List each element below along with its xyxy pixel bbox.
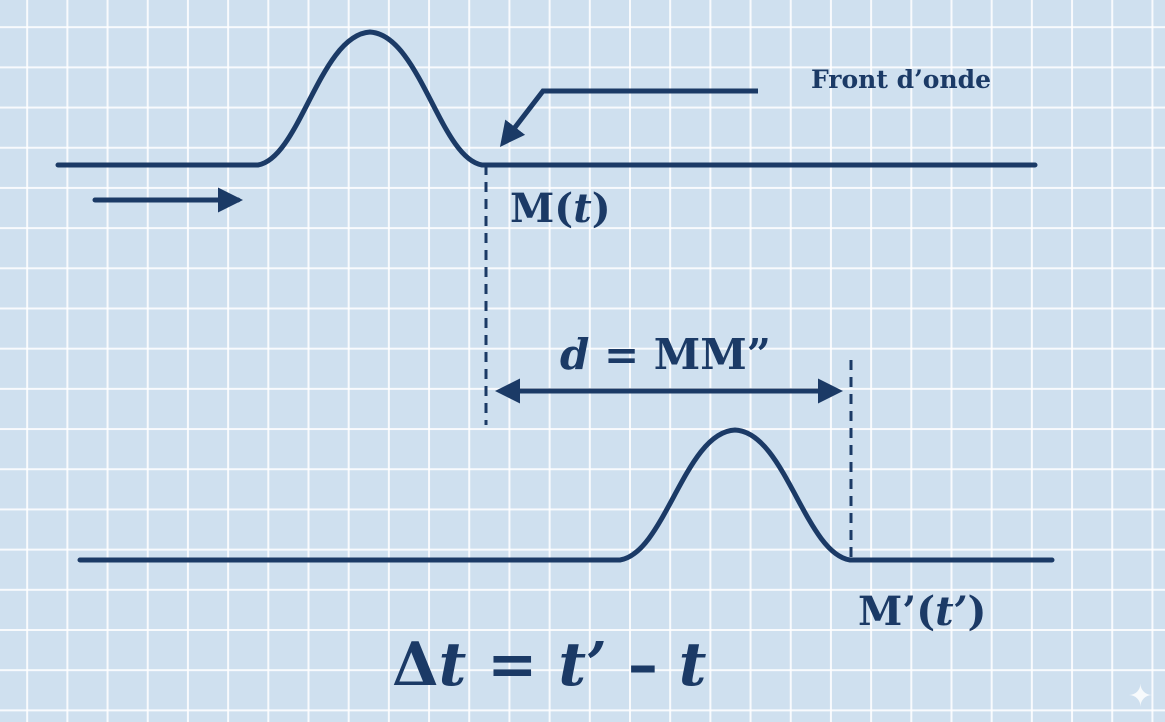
point-m-prime-label: M’(t’) (858, 588, 987, 635)
point-m-label: M(t) (510, 185, 611, 232)
sparkle-icon: ✦ (1127, 679, 1153, 714)
wave-top (55, 29, 1038, 168)
bent-arrow-icon (499, 88, 758, 147)
delta-t-formula: Δt = t’ – t (392, 630, 707, 700)
wave-bottom (77, 427, 1055, 563)
front-label: Front d’onde (811, 65, 992, 94)
distance-label: d = MM” (560, 330, 771, 379)
